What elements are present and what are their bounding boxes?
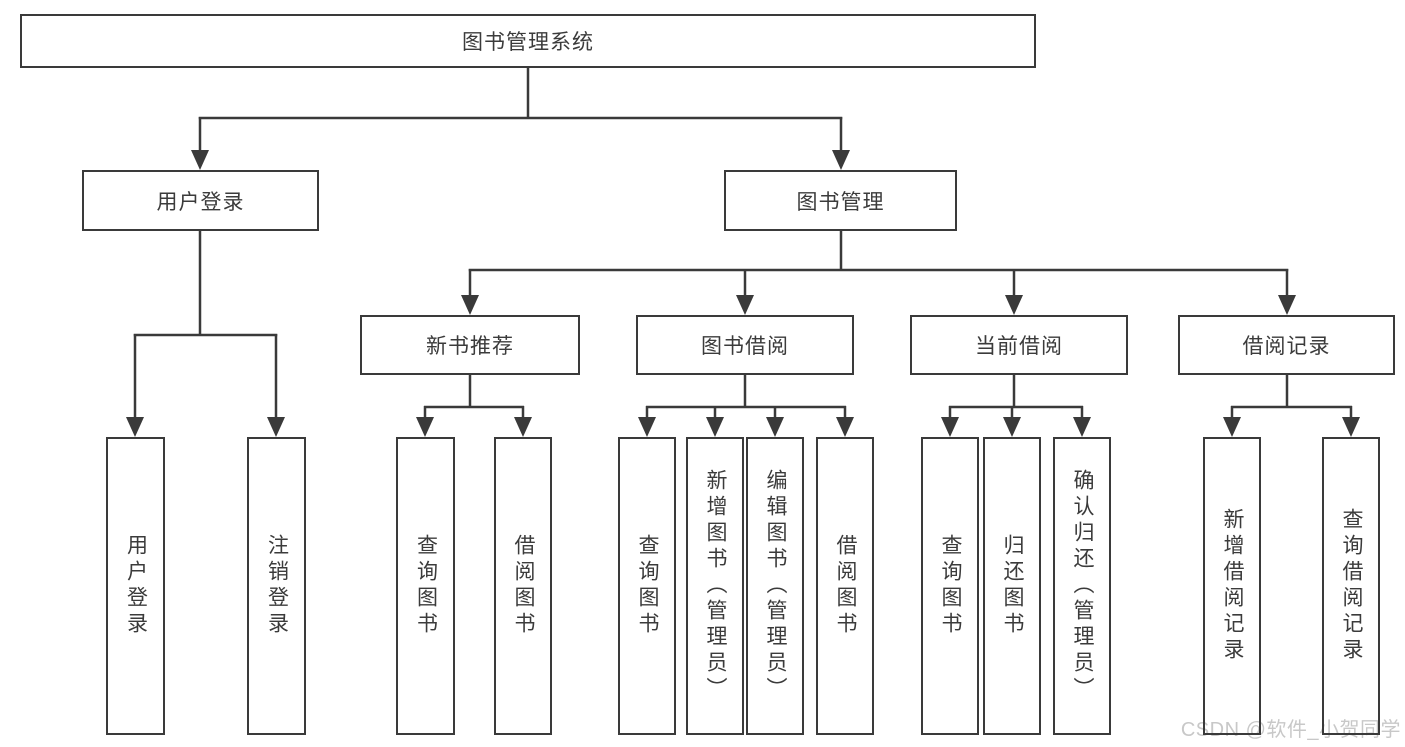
node-new-book-recommend-label: 新书推荐 <box>426 335 514 358</box>
node-leaf-edit-books-admin-label: 编辑图书（管理员） <box>764 469 787 703</box>
node-leaf-user-login: 用户登录 <box>106 437 165 735</box>
node-library-management-system: 图书管理系统 <box>20 14 1036 68</box>
node-leaf-add-borrow-record-label: 新增借阅记录 <box>1221 508 1244 664</box>
node-current-borrowing: 当前借阅 <box>910 315 1128 375</box>
node-leaf-borrow-books-recommend: 借阅图书 <box>494 437 552 735</box>
node-leaf-return-books-label: 归还图书 <box>1001 534 1024 638</box>
node-library-management-system-label: 图书管理系统 <box>462 31 594 54</box>
node-leaf-logout-label: 注销登录 <box>265 534 289 638</box>
node-leaf-query-books-borrowing-label: 查询图书 <box>636 534 659 638</box>
node-leaf-add-borrow-record: 新增借阅记录 <box>1203 437 1261 735</box>
node-current-borrowing-label: 当前借阅 <box>975 335 1063 358</box>
node-leaf-logout: 注销登录 <box>247 437 306 735</box>
node-leaf-query-books-recommend-label: 查询图书 <box>414 534 438 638</box>
connector-root-to-level2 <box>191 68 850 170</box>
node-leaf-query-books-recommend: 查询图书 <box>396 437 455 735</box>
node-borrowing-records: 借阅记录 <box>1178 315 1395 375</box>
node-leaf-confirm-return-admin: 确认归还（管理员） <box>1053 437 1111 735</box>
node-leaf-query-books-borrowing: 查询图书 <box>618 437 676 735</box>
node-user-login: 用户登录 <box>82 170 319 231</box>
connector-book-borrowing-to-leaves <box>638 375 854 437</box>
connector-new-book-recommend-to-leaves <box>416 375 532 437</box>
node-leaf-query-borrow-record: 查询借阅记录 <box>1322 437 1380 735</box>
node-leaf-user-login-label: 用户登录 <box>124 534 148 638</box>
node-leaf-add-books-admin-label: 新增图书（管理员） <box>704 469 727 703</box>
node-leaf-query-books-current: 查询图书 <box>921 437 979 735</box>
node-leaf-query-books-current-label: 查询图书 <box>939 534 962 638</box>
node-book-borrowing: 图书借阅 <box>636 315 854 375</box>
node-user-login-label: 用户登录 <box>156 190 245 214</box>
connector-borrowing-records-to-leaves <box>1223 375 1360 437</box>
node-leaf-query-borrow-record-label: 查询借阅记录 <box>1340 508 1363 664</box>
node-book-management-label: 图书管理 <box>796 190 885 214</box>
node-leaf-borrow-books-borrowing: 借阅图书 <box>816 437 874 735</box>
node-leaf-confirm-return-admin-label: 确认归还（管理员） <box>1071 469 1094 703</box>
node-book-borrowing-label: 图书借阅 <box>701 335 789 358</box>
connector-book-management-to-level3 <box>461 231 1296 315</box>
node-leaf-borrow-books-borrowing-label: 借阅图书 <box>834 534 857 638</box>
csdn-watermark: CSDN @软件_小贺同学 <box>1180 719 1401 741</box>
node-borrowing-records-label: 借阅记录 <box>1242 335 1331 358</box>
node-new-book-recommend: 新书推荐 <box>360 315 580 375</box>
node-leaf-add-books-admin: 新增图书（管理员） <box>686 437 744 735</box>
node-leaf-edit-books-admin: 编辑图书（管理员） <box>746 437 804 735</box>
connector-user-login-to-leaves <box>126 231 285 437</box>
node-leaf-return-books: 归还图书 <box>983 437 1041 735</box>
node-leaf-borrow-books-recommend-label: 借阅图书 <box>512 534 535 638</box>
node-book-management: 图书管理 <box>724 170 957 231</box>
connector-current-borrowing-to-leaves <box>941 375 1091 437</box>
